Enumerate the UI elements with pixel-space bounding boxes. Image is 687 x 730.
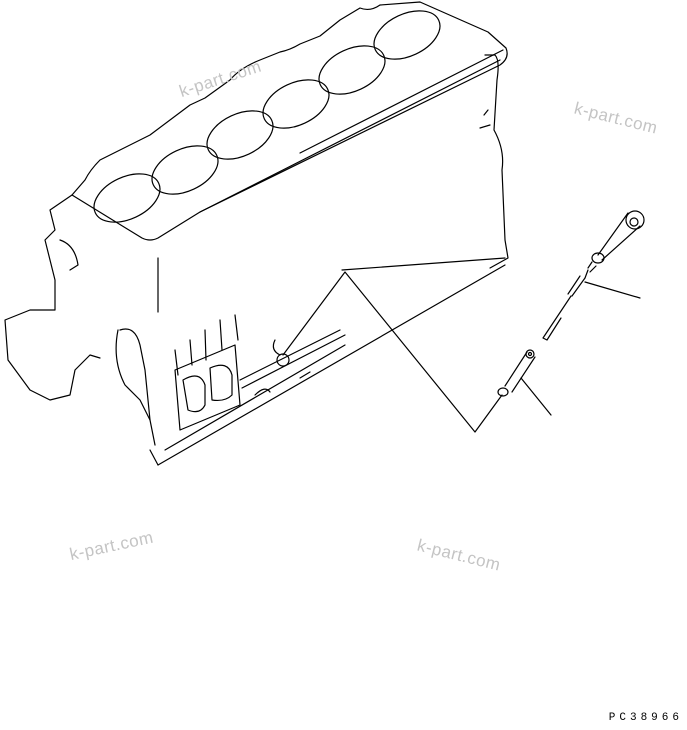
figure-code: PC38966	[608, 712, 683, 724]
cylinder-block	[4, 1, 509, 466]
leader-lines	[282, 271, 641, 433]
dipstick-icon	[542, 210, 645, 341]
dipstick-guide-tube-icon	[497, 349, 536, 397]
cylinder-bores-icon	[93, 10, 441, 223]
